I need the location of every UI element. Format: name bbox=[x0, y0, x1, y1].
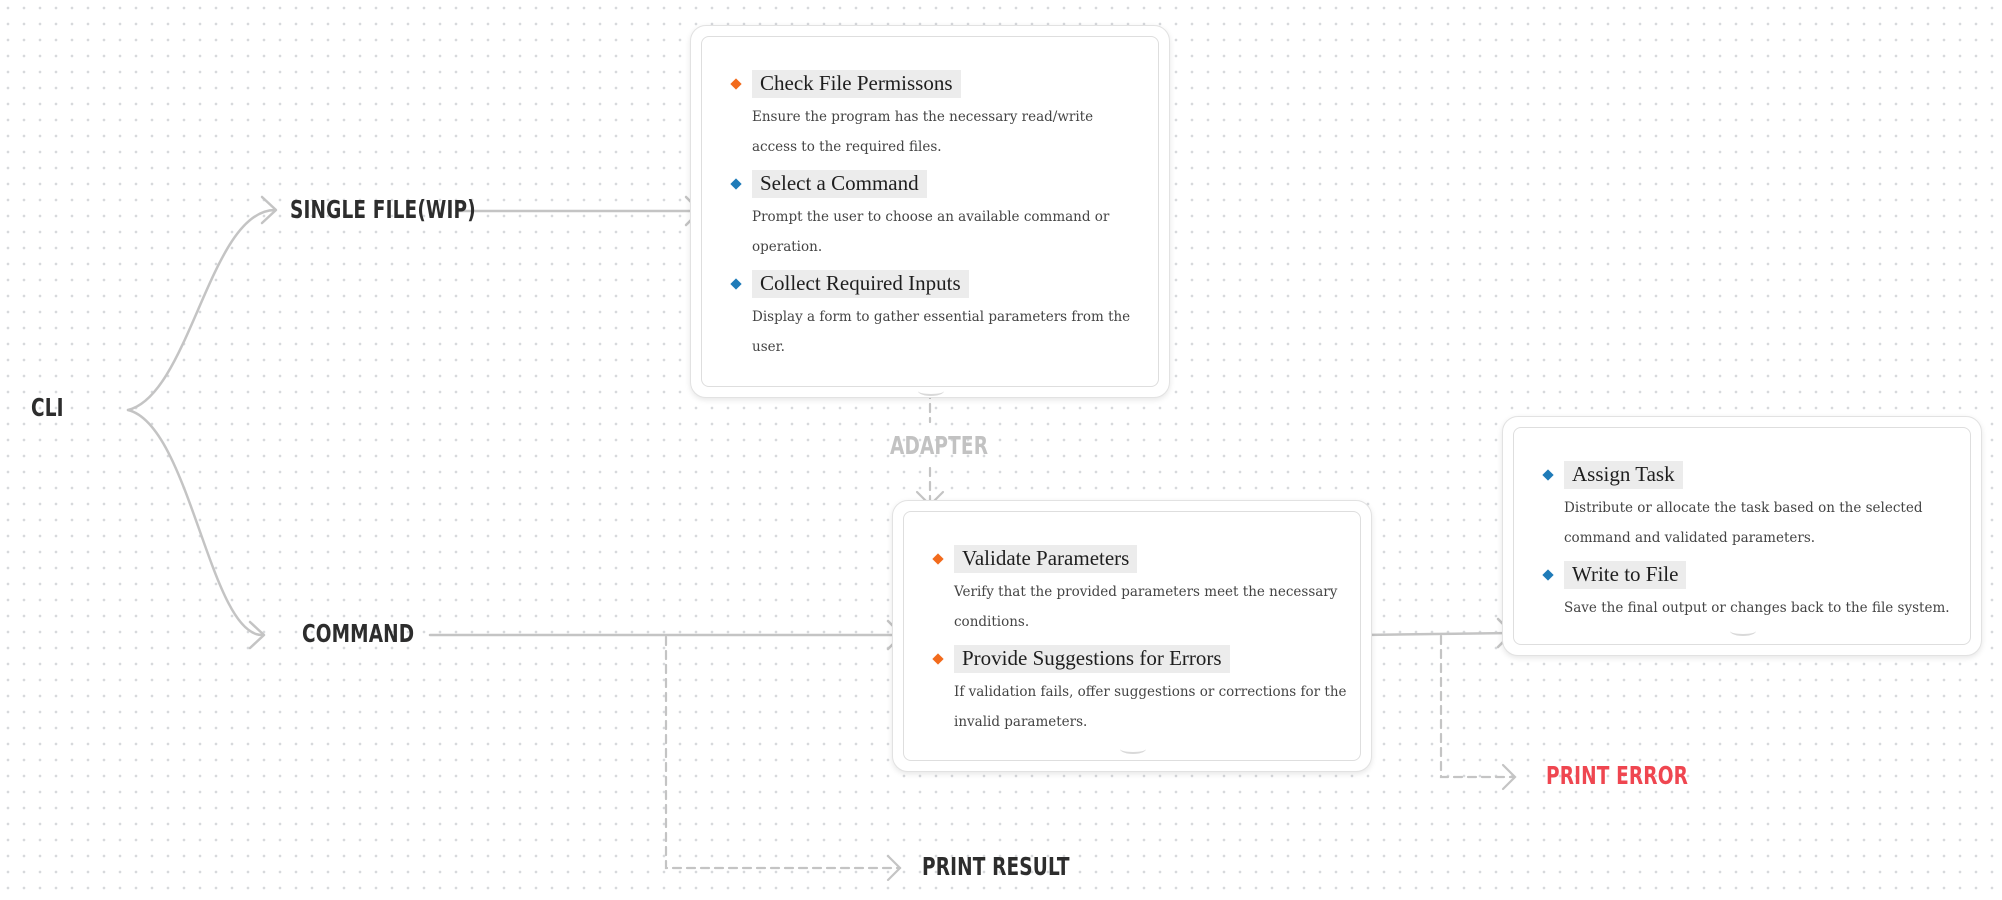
single-file-node[interactable]: SINGLE FILE(WIP) bbox=[290, 195, 476, 224]
edge-cli-to-command bbox=[126, 408, 264, 637]
collapse-chevron-icon[interactable] bbox=[1120, 744, 1146, 754]
edge-to-print-error bbox=[1439, 634, 1516, 779]
card-inner: Assign Task Distribute or allocate the t… bbox=[1513, 427, 1971, 645]
arrowhead-single-file bbox=[260, 195, 278, 225]
card-inner: Check File Permissons Ensure the program… bbox=[701, 36, 1159, 387]
diamond-bullet-icon bbox=[932, 653, 944, 665]
collapse-chevron-icon[interactable] bbox=[918, 386, 944, 396]
step-title[interactable]: Select a Command bbox=[752, 170, 927, 198]
step-title[interactable]: Validate Parameters bbox=[954, 545, 1138, 573]
diamond-bullet-icon bbox=[730, 278, 742, 290]
step-description: Save the final output or changes back to… bbox=[1564, 600, 1950, 616]
step-description: Distribute or allocate the task based on… bbox=[1564, 500, 1923, 546]
print-error-node[interactable]: PRINT ERROR bbox=[1546, 761, 1688, 790]
edge-to-print-result bbox=[664, 635, 902, 870]
step-description: If validation fails, offer suggestions o… bbox=[954, 684, 1347, 730]
execution-steps-card[interactable]: Assign Task Distribute or allocate the t… bbox=[1502, 416, 1982, 656]
step-title[interactable]: Provide Suggestions for Errors bbox=[954, 645, 1230, 673]
step-description: Prompt the user to choose an available c… bbox=[752, 209, 1110, 255]
print-result-node[interactable]: PRINT RESULT bbox=[922, 852, 1070, 881]
diamond-bullet-icon bbox=[730, 78, 742, 90]
step-description: Ensure the program has the necessary rea… bbox=[752, 109, 1094, 155]
arrowhead-print-error bbox=[1501, 763, 1517, 791]
command-node[interactable]: COMMAND bbox=[302, 619, 415, 648]
diamond-bullet-icon bbox=[1542, 469, 1554, 481]
diamond-bullet-icon bbox=[730, 178, 742, 190]
arrowhead-command bbox=[248, 620, 266, 650]
arrowhead-print-result bbox=[886, 854, 902, 882]
step-title[interactable]: Check File Permissons bbox=[752, 70, 961, 98]
validation-steps-card[interactable]: Validate Parameters Verify that the prov… bbox=[892, 500, 1372, 772]
edge-validation-to-execution bbox=[1360, 631, 1514, 637]
diamond-bullet-icon bbox=[932, 553, 944, 565]
step-title[interactable]: Collect Required Inputs bbox=[752, 270, 969, 298]
adapter-label[interactable]: ADAPTER bbox=[890, 431, 989, 460]
step-title[interactable]: Assign Task bbox=[1564, 461, 1683, 489]
step-title[interactable]: Write to File bbox=[1564, 561, 1687, 589]
step-description: Display a form to gather essential param… bbox=[752, 309, 1131, 355]
single-file-steps-card[interactable]: Check File Permissons Ensure the program… bbox=[690, 25, 1170, 398]
collapse-chevron-icon[interactable] bbox=[1730, 626, 1756, 636]
card-inner: Validate Parameters Verify that the prov… bbox=[903, 511, 1361, 761]
step-description: Verify that the provided parameters meet… bbox=[954, 584, 1338, 630]
edge-cli-to-single-file bbox=[126, 208, 277, 412]
cli-node[interactable]: CLI bbox=[31, 393, 64, 422]
diamond-bullet-icon bbox=[1542, 569, 1554, 581]
